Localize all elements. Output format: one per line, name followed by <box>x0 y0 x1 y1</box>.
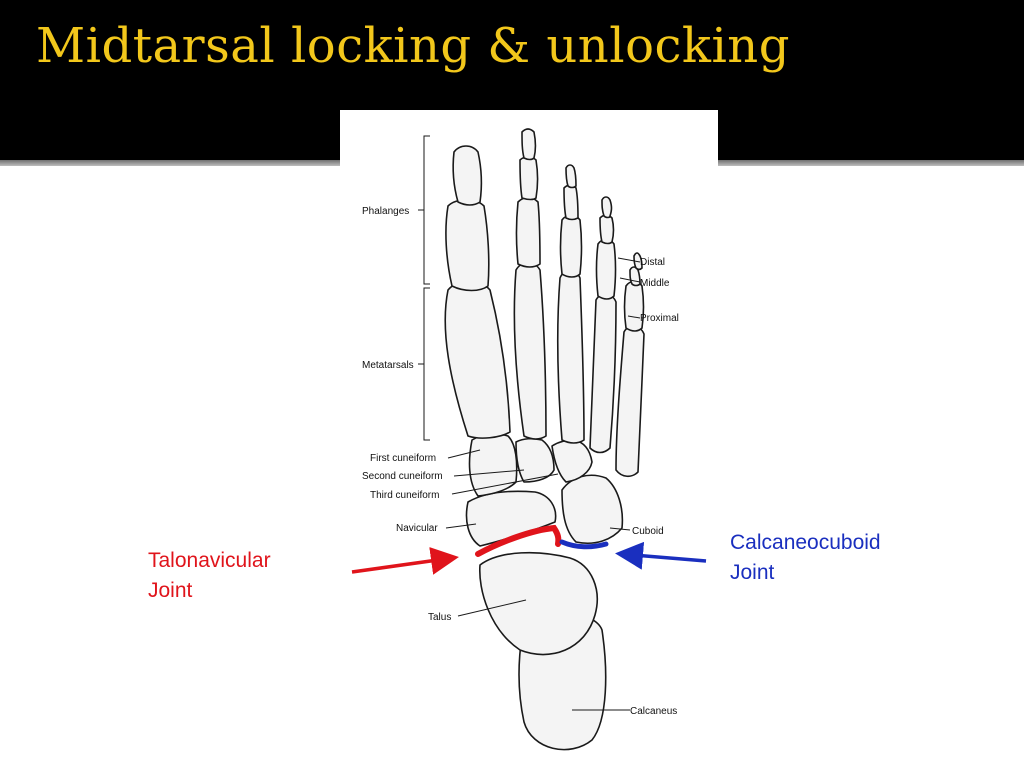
second-metatarsal-bone <box>513 261 547 440</box>
label-cuboid: Cuboid <box>632 526 664 537</box>
phalanges-bracket <box>423 135 430 285</box>
talonavicular-callout-line1: Talonavicular <box>148 549 271 572</box>
fourth-metatarsal-bone <box>589 293 617 454</box>
talonavicular-joint-line <box>475 524 562 557</box>
navicular-bone <box>465 490 557 547</box>
label-third-cuneiform: Third cuneiform <box>370 490 439 501</box>
calcaneocuboid-callout-line2: Joint <box>730 561 775 584</box>
label-phalanges: Phalanges <box>362 206 409 217</box>
foot-skeleton-illustration: Phalanges Distal Middle Proximal Metatar… <box>362 128 679 751</box>
first-metatarsal-bone <box>444 280 511 439</box>
label-calcaneus: Calcaneus <box>630 706 677 717</box>
second-proximal-phalanx <box>515 196 541 268</box>
fourth-middle-phalanx <box>599 214 615 245</box>
talus-leader <box>457 599 527 617</box>
middle-leader <box>619 277 641 283</box>
talonavicular-joint-callout: Talonavicular Joint <box>148 546 271 606</box>
proximal-leader <box>627 315 641 319</box>
second-cuneiform-leader <box>453 469 525 477</box>
label-first-cuneiform: First cuneiform <box>370 453 436 464</box>
slide-title: Midtarsal locking & unlocking <box>36 18 790 74</box>
third-metatarsal-bone <box>557 269 585 444</box>
talonavicular-callout-line2: Joint <box>148 579 193 602</box>
label-middle: Middle <box>640 278 670 289</box>
second-distal-phalanx <box>521 128 537 161</box>
calcaneocuboid-joint-line <box>559 539 609 550</box>
second-middle-phalanx <box>519 156 539 201</box>
label-distal: Distal <box>640 257 665 268</box>
label-navicular: Navicular <box>396 523 438 534</box>
metatarsals-bracket <box>423 287 430 441</box>
third-proximal-phalanx <box>559 214 583 278</box>
fifth-metatarsal-bone <box>615 325 645 478</box>
third-distal-phalanx <box>565 164 577 189</box>
label-second-cuneiform: Second cuneiform <box>362 471 443 482</box>
hallux-proximal-phalanx <box>445 199 490 292</box>
cuboid-bone <box>561 474 624 544</box>
label-talus: Talus <box>428 612 451 623</box>
calcaneocuboid-callout-line1: Calcaneocuboid <box>730 531 881 554</box>
label-metatarsals: Metatarsals <box>362 360 414 371</box>
foot-bones-diagram: Phalanges Distal Middle Proximal Metatar… <box>340 110 718 762</box>
distal-leader <box>617 257 641 263</box>
fourth-distal-phalanx <box>601 196 613 219</box>
navicular-leader <box>445 523 477 529</box>
talus-bone <box>479 551 599 656</box>
cuboid-leader <box>609 527 631 531</box>
hallux-distal-phalanx <box>452 145 483 206</box>
fourth-proximal-phalanx <box>595 238 617 300</box>
third-middle-phalanx <box>563 184 579 221</box>
label-proximal: Proximal <box>640 313 679 324</box>
third-cuneiform-leader <box>451 473 559 495</box>
calcaneocuboid-joint-callout: Calcaneocuboid Joint <box>730 528 881 588</box>
first-cuneiform-leader <box>447 449 481 459</box>
